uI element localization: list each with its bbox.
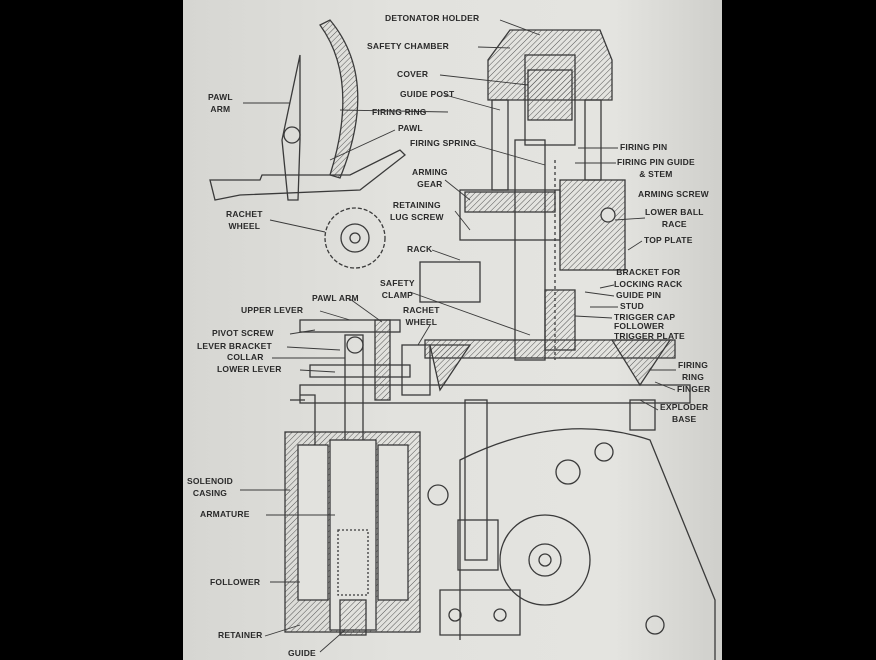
label-arming-screw: ARMING SCREW (638, 189, 709, 199)
label-line: EXPLODER (660, 402, 709, 412)
label-rack: RACK (407, 244, 433, 254)
label-lower-lever: LOWER LEVER (217, 364, 282, 374)
label-line: PAWL (208, 92, 233, 102)
label-solenoid-casing: SOLENOID CASING (187, 475, 233, 499)
paper-page (183, 0, 722, 660)
label-armature: ARMATURE (200, 509, 250, 519)
label-line: WHEEL (405, 317, 438, 327)
label-retainer: RETAINER (218, 630, 263, 640)
label-rachet-wheel-mid: RACHET WHEEL (403, 304, 440, 328)
label-line: FIRING PIN GUIDE (617, 157, 695, 167)
label-line: SOLENOID (187, 476, 233, 486)
label-safety-chamber: SAFETY CHAMBER (367, 41, 449, 51)
label-line: GEAR (417, 179, 443, 189)
label-guide-pin: GUIDE PIN (616, 290, 662, 300)
label-arming-gear: ARMING GEAR (412, 166, 448, 190)
label-line: CASING (192, 488, 228, 498)
label-line: LUG SCREW (390, 212, 444, 222)
exploder-base (427, 399, 716, 660)
label-trigger-plate: TRIGGER PLATE (614, 331, 685, 341)
label-follower-left: FOLLOWER (210, 577, 261, 587)
label-line: ARMING (412, 167, 448, 177)
label-guide-post: GUIDE POST (400, 89, 455, 99)
pawl-arm-detail (209, 19, 406, 201)
label-firing-ring-top: FIRING RING (372, 107, 427, 117)
label-trigger-cap: TRIGGER CAP (614, 312, 676, 322)
label-safety-clamp: SAFETY CLAMP (380, 277, 415, 301)
label-line: BRACKET FOR (616, 267, 681, 277)
label-firing-pin-guide: FIRING PIN GUIDE & STEM (617, 156, 695, 180)
label-line: CLAMP (381, 290, 413, 300)
label-exploder-base: EXPLODER BASE (660, 401, 708, 425)
detonator-assembly (459, 29, 626, 361)
label-line: RACHET (403, 305, 440, 315)
leader-lines (240, 19, 676, 653)
label-pawl-arm-top: PAWL ARM (208, 91, 233, 115)
label-cover: COVER (397, 69, 429, 79)
label-line: ARM (210, 104, 231, 114)
label-line: LOWER BALL (645, 207, 704, 217)
label-line: & STEM (639, 169, 673, 179)
label-rachet-wheel-top: RACHET WHEEL (226, 208, 263, 232)
label-guide: GUIDE (288, 648, 316, 658)
label-line: RETAINING (392, 200, 441, 210)
label-top-plate: TOP PLATE (644, 235, 693, 245)
solenoid-assembly (284, 394, 421, 636)
label-finger: FINGER (677, 384, 711, 394)
label-line: FIRING (678, 360, 709, 370)
rachet-wheel-detail (324, 207, 386, 269)
label-lever-bracket: LEVER BRACKET (197, 341, 272, 351)
label-retaining-lug-screw: RETAINING LUG SCREW (390, 199, 444, 223)
label-detonator-holder: DETONATOR HOLDER (385, 13, 480, 23)
label-line: RACHET (226, 209, 263, 219)
label-line: SAFETY (380, 278, 415, 288)
label-line: RING (681, 372, 705, 382)
label-pawl: PAWL (398, 123, 423, 133)
label-upper-lever: UPPER LEVER (241, 305, 304, 315)
label-pivot-screw: PIVOT SCREW (212, 328, 274, 338)
label-bracket-locking-rack: BRACKET FOR LOCKING RACK (614, 266, 683, 290)
label-firing-pin: FIRING PIN (620, 142, 668, 152)
label-lower-ball-race: LOWER BALL RACE (645, 206, 704, 230)
label-line: WHEEL (228, 221, 261, 231)
label-line: LOCKING RACK (614, 279, 683, 289)
label-line: BASE (671, 414, 697, 424)
label-follower-right: FOLLOWER (614, 321, 665, 331)
label-stud: STUD (620, 301, 644, 311)
label-firing-spring: FIRING SPRING (410, 138, 477, 148)
label-line: RACE (661, 219, 687, 229)
trigger-plate-assembly (299, 261, 691, 404)
label-firing-ring-right: FIRING RING (678, 359, 708, 383)
label-pawl-arm-mid: PAWL ARM (312, 293, 359, 303)
label-collar: COLLAR (227, 352, 264, 362)
